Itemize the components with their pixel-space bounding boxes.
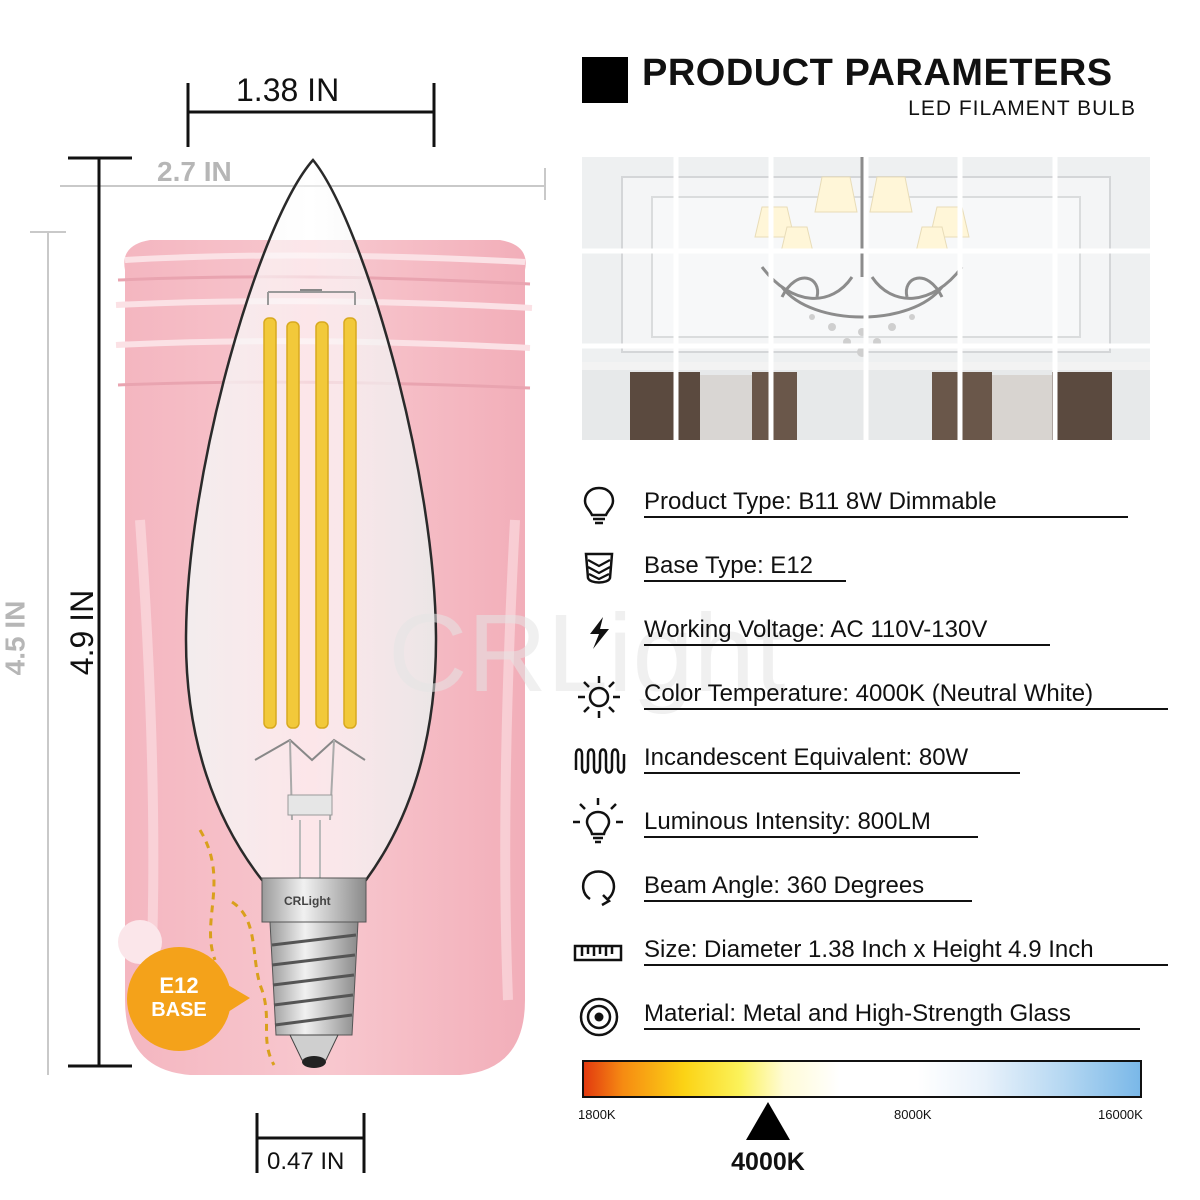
lightning-icon	[590, 617, 609, 649]
wave-icon	[574, 748, 626, 774]
can-height-label: 4.5 IN	[0, 600, 31, 676]
badge-line1: E12	[159, 973, 199, 998]
scale-label-1800k: 1800K	[578, 1107, 616, 1122]
spec-row: Color Temperature: 4000K (Neutral White)	[570, 672, 1190, 722]
spec-beam-angle: Beam Angle: 360 Degrees	[644, 872, 925, 899]
spec-luminous-intensity: Luminous Intensity: 800LM	[644, 808, 931, 835]
filaments	[254, 289, 366, 880]
chandelier-photo	[582, 157, 1150, 440]
bulb-drawing	[30, 83, 546, 1173]
spec-product-type: Product Type: B11 8W Dimmable	[644, 488, 997, 515]
e12-base-badge: E12 BASE	[127, 947, 231, 1051]
spec-underline	[644, 516, 1128, 518]
spec-list: Product Type: B11 8W Dimmable Base Type:…	[570, 480, 1190, 1040]
badge-line2: BASE	[151, 999, 207, 1021]
spec-working-voltage: Working Voltage: AC 110V-130V	[644, 616, 988, 643]
spec-row: Beam Angle: 360 Degrees	[570, 864, 1190, 914]
target-icon	[579, 997, 619, 1037]
spec-underline	[644, 900, 972, 902]
spec-incandescent-equivalent: Incandescent Equivalent: 80W	[644, 744, 969, 771]
dashed-guides	[198, 829, 276, 1066]
brand-watermark: CRLight	[388, 592, 786, 715]
spec-underline	[644, 708, 1168, 710]
spec-underline	[644, 644, 1050, 646]
base-width-label: 0.47 IN	[267, 1148, 345, 1175]
bulb-width-label: 1.38 IN	[236, 72, 340, 108]
spec-row: Working Voltage: AC 110V-130V	[570, 608, 1190, 658]
spec-row: Base Type: E12	[570, 544, 1190, 594]
base-screw-icon	[584, 552, 614, 584]
spec-row: Luminous Intensity: 800LM	[570, 798, 1190, 850]
chandelier-image	[582, 157, 1150, 440]
scale-label-8000k: 8000K	[894, 1107, 932, 1122]
ruler-icon	[573, 944, 623, 962]
spec-row: Incandescent Equivalent: 80W	[570, 736, 1190, 786]
sun-icon	[578, 676, 620, 718]
page-title: PRODUCT PARAMETERS	[642, 52, 1113, 94]
header-square	[582, 57, 628, 103]
base-brand-print: CRLight	[284, 894, 331, 908]
page-subtitle: LED FILAMENT BULB	[908, 97, 1136, 120]
bulb-rays-icon	[573, 798, 623, 844]
spec-color-temperature: Color Temperature: 4000K (Neutral White)	[644, 680, 1094, 707]
spec-row: Size: Diameter 1.38 Inch x Height 4.9 In…	[570, 928, 1190, 978]
spec-underline	[644, 580, 846, 582]
rotate-icon	[581, 870, 616, 907]
metal-base	[261, 877, 367, 1068]
scale-marker	[746, 1102, 790, 1140]
spec-row: Product Type: B11 8W Dimmable	[570, 480, 1190, 530]
scale-label-16000k: 16000K	[1098, 1107, 1143, 1122]
scale-marker-label: 4000K	[731, 1148, 805, 1176]
bulb-icon	[583, 486, 615, 525]
spec-base-type: Base Type: E12	[644, 552, 814, 579]
can-width-label: 2.7 IN	[157, 156, 232, 187]
bulb-dimension-lines	[68, 83, 436, 1173]
spec-underline	[644, 964, 1168, 966]
spec-material: Material: Metal and High-Strength Glass	[644, 1000, 1071, 1027]
color-temperature-bar	[582, 1060, 1142, 1098]
spec-underline	[644, 1028, 1140, 1030]
spec-underline	[644, 836, 978, 838]
bulb-height-label: 4.9 IN	[64, 589, 101, 676]
spec-underline	[644, 772, 1020, 774]
bulb-illustration: 1.38 IN 2.7 IN 4.5 IN 4.9 IN 0.47 IN CRL…	[0, 0, 785, 1200]
badge-pointer	[228, 985, 250, 1012]
spec-row: Material: Metal and High-Strength Glass	[570, 992, 1190, 1042]
spec-size: Size: Diameter 1.38 Inch x Height 4.9 In…	[644, 936, 1094, 963]
